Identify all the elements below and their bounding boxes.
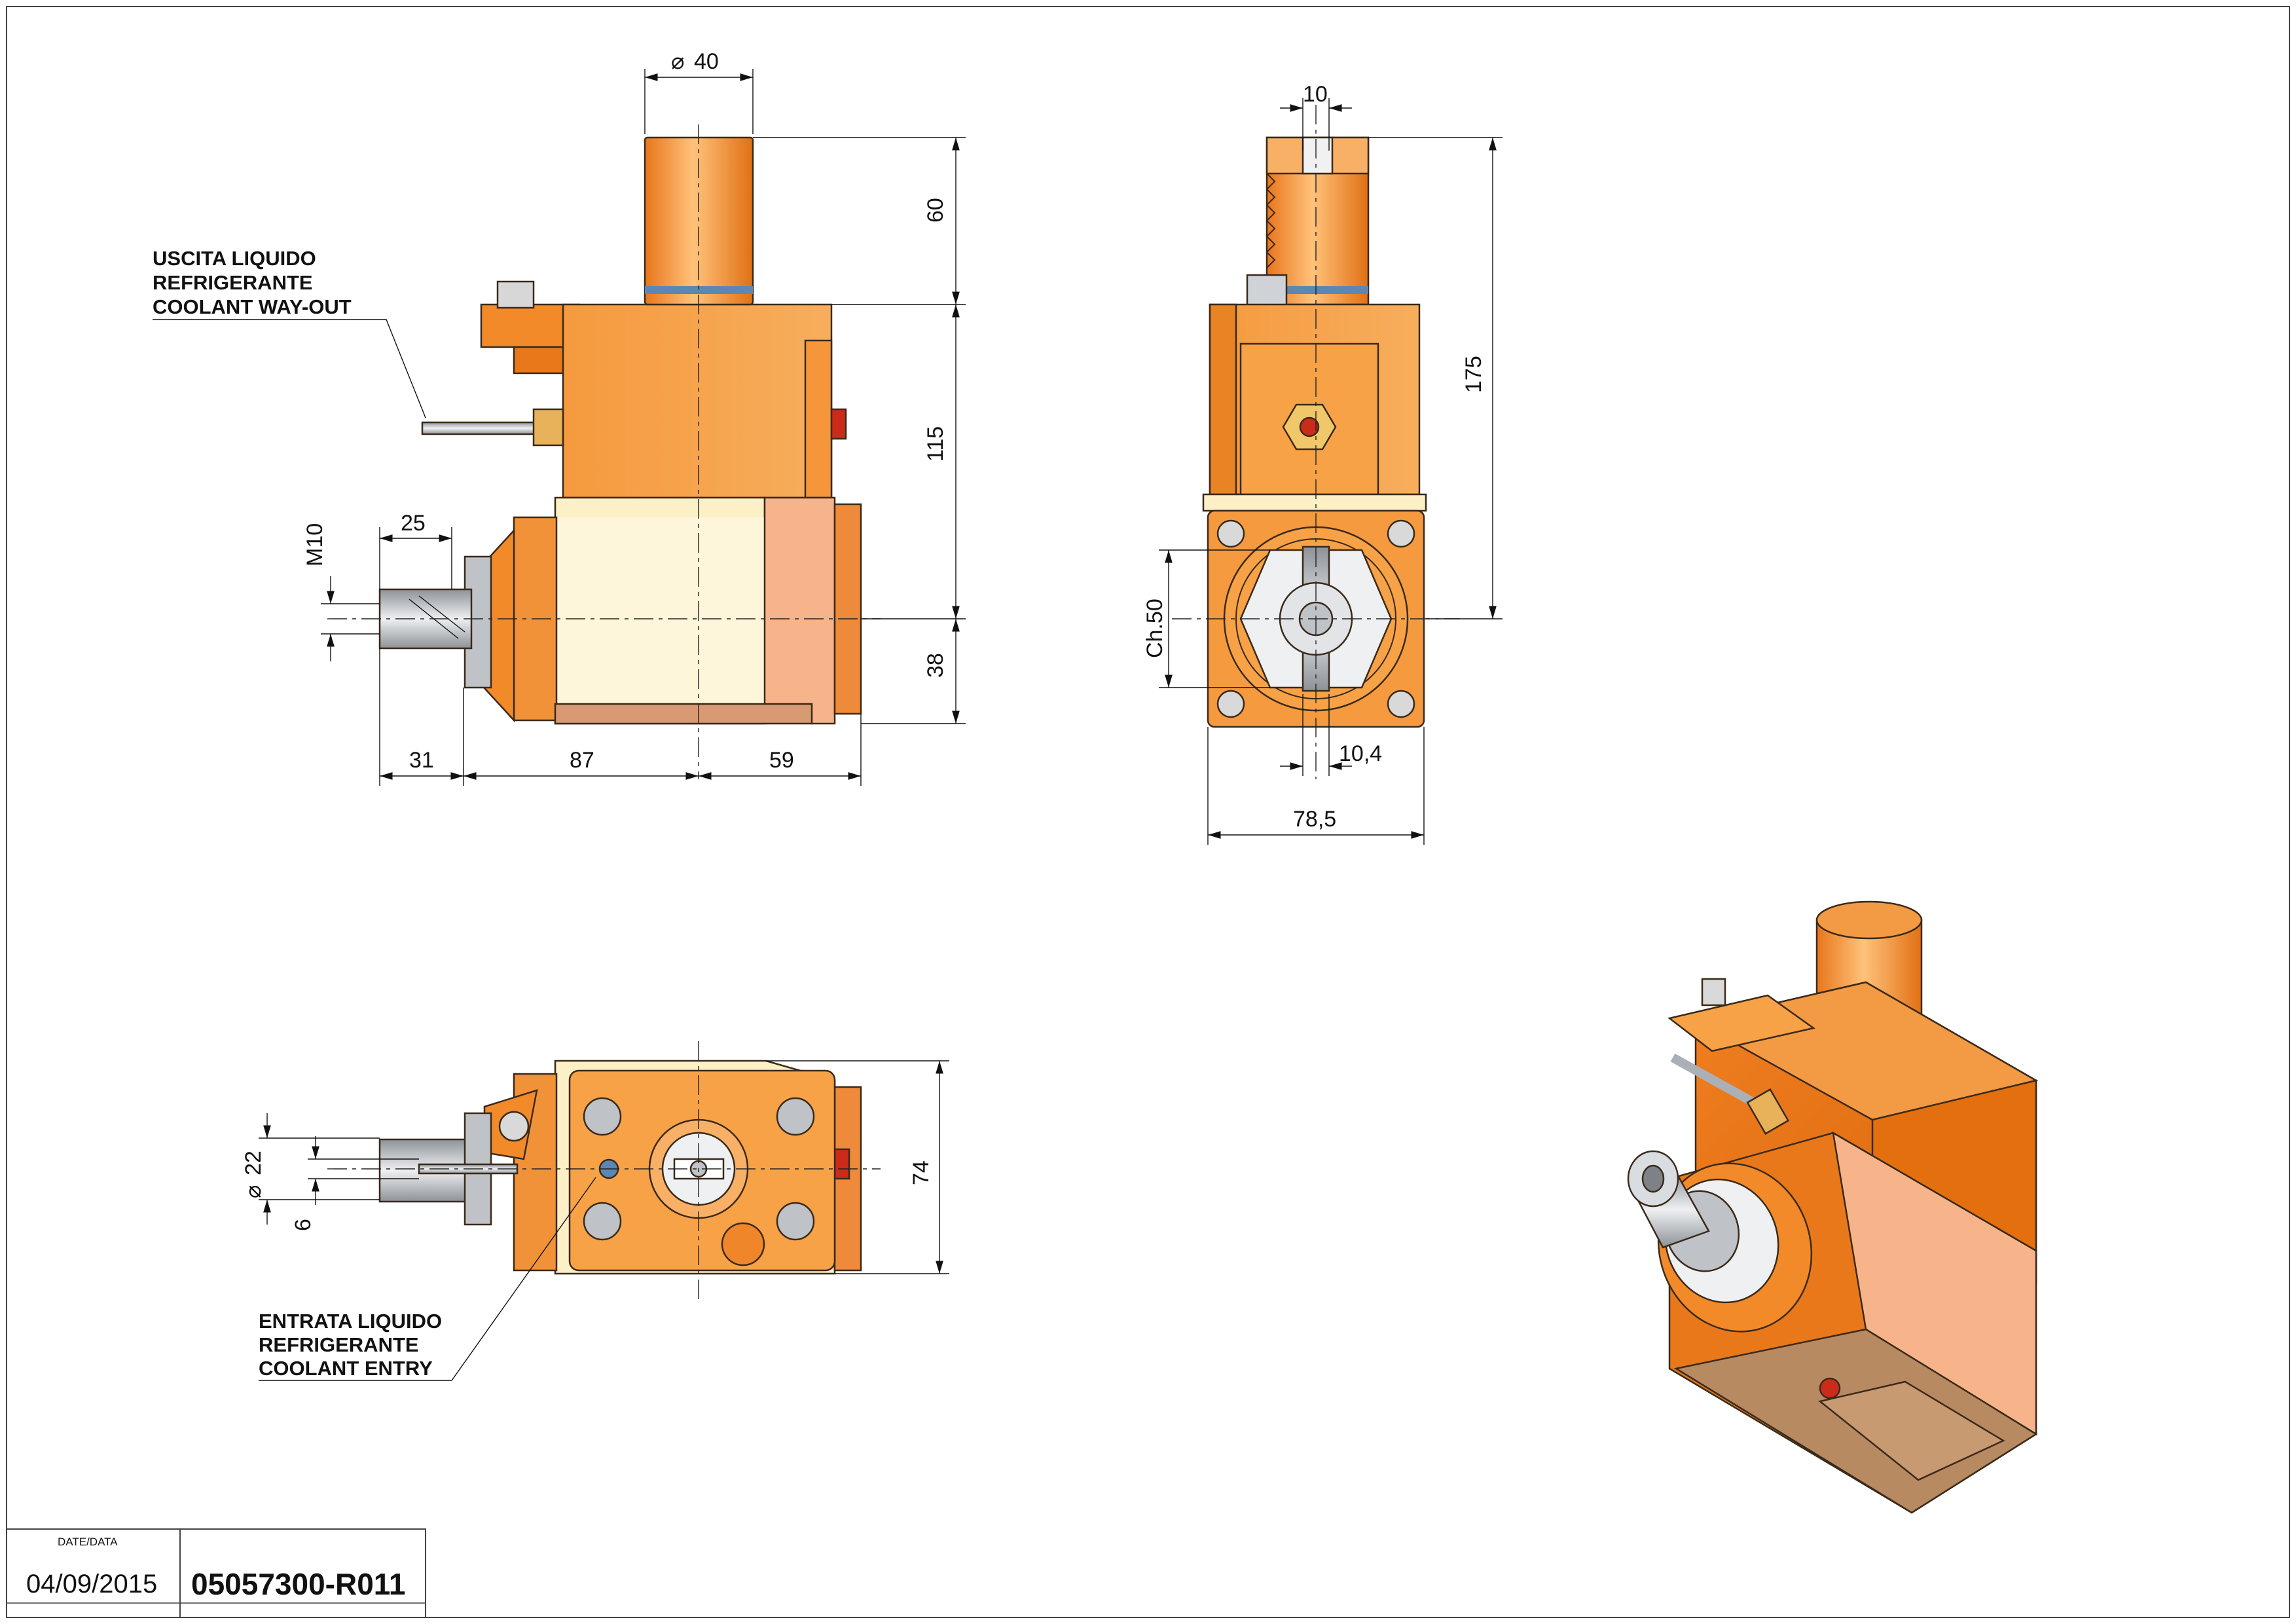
dim-38: 38 xyxy=(923,653,948,678)
note-coolant-out-en: COOLANT WAY-OUT xyxy=(153,295,352,318)
dim-115: 115 xyxy=(923,426,948,462)
side-lower-flange xyxy=(1202,493,1427,512)
dim-6: 6 xyxy=(291,1219,316,1231)
svg-text:⌀: ⌀ xyxy=(671,49,684,74)
note-coolant-in-en: COOLANT ENTRY xyxy=(259,1357,433,1380)
note-coolant-out-it-1: USCITA LIQUIDO xyxy=(153,247,316,270)
title-block-date-label: DATE/DATA xyxy=(58,1536,118,1548)
dim-175: 175 xyxy=(1461,356,1486,393)
note-coolant-in-it-2: REFRIGERANTE xyxy=(259,1333,419,1356)
note-coolant-in-it-1: ENTRATA LIQUIDO xyxy=(259,1310,442,1333)
dim-10: 10 xyxy=(1303,82,1328,107)
note-coolant-out-it-2: REFRIGERANTE xyxy=(153,271,313,294)
svg-text:⌀: ⌀ xyxy=(241,1185,266,1198)
isometric-view xyxy=(1627,900,2039,1514)
side-view: 10 175 Ch.50 10,4 78,5 xyxy=(1142,82,1503,845)
front-lower-head-salmon xyxy=(763,496,836,725)
dim-74: 74 xyxy=(909,1160,934,1185)
dim-60: 60 xyxy=(923,198,948,223)
front-coolant-outlet-pipe xyxy=(421,421,538,435)
dim-m10: M10 xyxy=(302,523,327,566)
front-upper-housing xyxy=(562,303,833,499)
dim-25: 25 xyxy=(401,511,426,536)
title-block: DATE/DATA 04/09/2015 05057300-R011 xyxy=(6,1528,426,1618)
dim-ch-50: Ch.50 xyxy=(1142,599,1167,658)
dim-31: 31 xyxy=(409,748,434,773)
front-view: ⌀ 40 60 115 38 31 87 59 25 M10 USCIT xyxy=(153,49,966,786)
dim-59: 59 xyxy=(769,748,794,773)
dim-dia-22: 22 xyxy=(241,1151,266,1175)
dim-dia-40: 40 xyxy=(694,49,719,74)
sheet-border xyxy=(6,6,2290,1618)
top-view: ⌀ 22 6 74 ENTRATA LIQUIDO REFRIGERANTE C… xyxy=(241,1041,949,1381)
dim-78-5: 78,5 xyxy=(1293,807,1336,832)
dim-10-4: 10,4 xyxy=(1339,741,1382,766)
dim-87: 87 xyxy=(570,748,594,773)
title-block-drawing-code: 05057300-R011 xyxy=(191,1567,405,1601)
title-block-date-value: 04/09/2015 xyxy=(26,1570,157,1598)
iso-shank-top xyxy=(1815,900,1923,940)
